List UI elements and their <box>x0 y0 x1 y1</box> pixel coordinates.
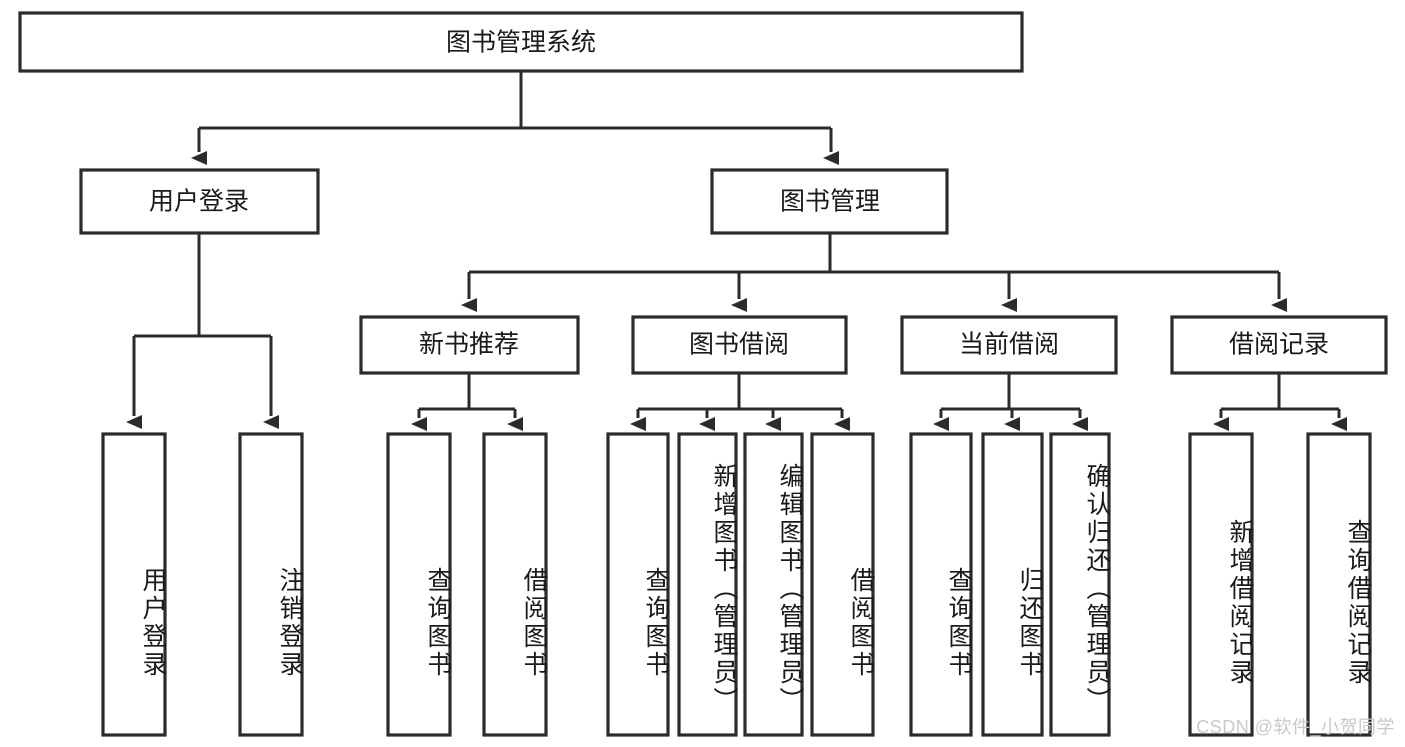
connector-borrow-record-to-leaves <box>1213 373 1347 431</box>
connector-current-borrow-to-leaves <box>933 373 1088 431</box>
node-book-borrow-label: 图书借阅 <box>689 331 789 359</box>
leaf-borrow-book-2-rect[interactable] <box>810 432 875 737</box>
leaf-confirm-return-rect[interactable] <box>1049 432 1111 737</box>
node-root-rect <box>18 11 1024 73</box>
node-new-book-recommend[interactable]: 新书推荐 <box>359 315 580 375</box>
connector-book-manage-to-level3 <box>461 233 1287 312</box>
node-borrow-record-label: 借阅记录 <box>1229 331 1329 359</box>
node-current-borrow[interactable]: 当前借阅 <box>900 315 1118 375</box>
node-root[interactable]: 图书管理系统 <box>18 11 1024 73</box>
leaf-query-book-3-rect[interactable] <box>909 432 973 737</box>
node-current-borrow-rect <box>900 315 1118 375</box>
node-book-manage-label: 图书管理 <box>780 188 880 216</box>
node-user-login-label: 用户登录 <box>149 188 249 216</box>
node-user-login-rect <box>79 168 320 235</box>
node-new-book-recommend-label: 新书推荐 <box>419 331 519 359</box>
leaf-borrow-book-1-rect[interactable] <box>482 432 548 737</box>
connector-book-borrow-to-leaves <box>630 373 850 431</box>
connector-user-login-to-leaves <box>126 233 279 429</box>
node-book-borrow[interactable]: 图书借阅 <box>631 315 848 375</box>
leaf-add-record-rect[interactable] <box>1188 432 1254 737</box>
connector-root-to-level2 <box>191 71 839 165</box>
node-current-borrow-label: 当前借阅 <box>959 331 1059 359</box>
leaf-add-book-rect[interactable] <box>677 432 738 737</box>
leaf-boxes <box>101 432 1372 737</box>
node-user-login[interactable]: 用户登录 <box>79 168 320 235</box>
leaf-return-book-rect[interactable] <box>981 432 1044 737</box>
watermark-text: CSDN @软件_小贺同学 <box>1196 717 1395 737</box>
leaf-query-book-1-rect[interactable] <box>386 432 452 737</box>
connector-new-book-recommend-to-leaves <box>411 373 523 431</box>
node-new-book-recommend-rect <box>359 315 580 375</box>
node-borrow-record[interactable]: 借阅记录 <box>1170 315 1388 375</box>
leaf-edit-book-rect[interactable] <box>743 432 804 737</box>
leaf-user-logout-rect[interactable] <box>238 432 304 737</box>
node-book-manage[interactable]: 图书管理 <box>710 168 949 235</box>
leaf-user-login-rect[interactable] <box>101 432 167 737</box>
leaf-query-book-2-rect[interactable] <box>606 432 670 737</box>
leaf-query-record-rect[interactable] <box>1306 432 1372 737</box>
node-root-label: 图书管理系统 <box>446 29 596 57</box>
